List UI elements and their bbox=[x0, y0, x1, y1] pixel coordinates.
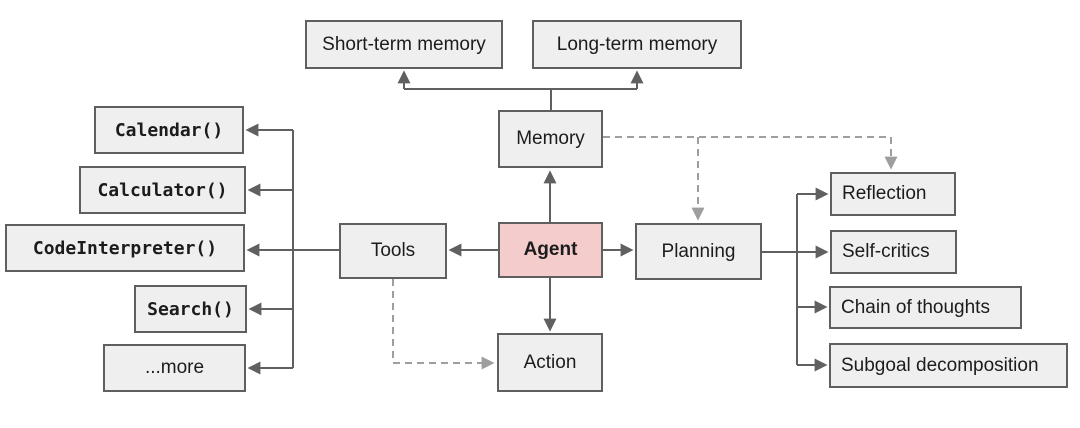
node-planning: Planning bbox=[635, 223, 762, 280]
node-calculator: Calculator() bbox=[79, 166, 246, 214]
node-calendar: Calendar() bbox=[94, 106, 244, 154]
node-self-critics: Self-critics bbox=[830, 230, 957, 274]
node-reflection: Reflection bbox=[830, 172, 956, 216]
dashed-edges bbox=[392, 136, 898, 370]
node-more: ...more bbox=[103, 344, 246, 392]
solid-edges bbox=[245, 70, 829, 375]
node-action: Action bbox=[497, 333, 603, 392]
node-code-interpreter: CodeInterpreter() bbox=[5, 224, 245, 272]
node-long-term-memory: Long-term memory bbox=[532, 20, 742, 69]
node-memory: Memory bbox=[498, 110, 603, 168]
node-subgoal-decomposition: Subgoal decomposition bbox=[829, 343, 1068, 388]
node-search: Search() bbox=[134, 285, 247, 333]
node-short-term-memory: Short-term memory bbox=[305, 20, 503, 69]
node-chain-of-thoughts: Chain of thoughts bbox=[829, 286, 1022, 329]
node-agent: Agent bbox=[498, 222, 603, 278]
node-tools: Tools bbox=[339, 223, 447, 279]
